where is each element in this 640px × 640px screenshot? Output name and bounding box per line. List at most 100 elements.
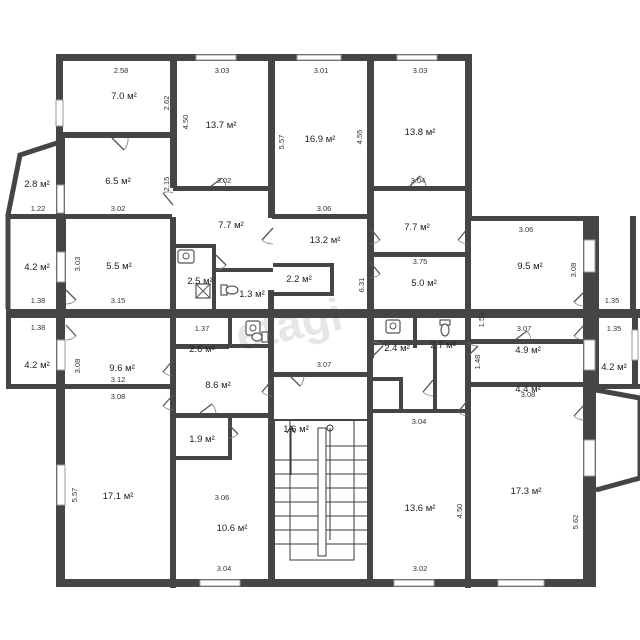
- dimension: 1.38: [31, 296, 46, 305]
- iw-v-1-9m: [228, 414, 232, 460]
- dimension: 4.50: [181, 115, 190, 130]
- toilet-icon: [251, 331, 269, 343]
- door: [467, 341, 479, 357]
- dimension: 1.22: [31, 204, 46, 213]
- iw-v2: [268, 58, 275, 218]
- iw-v-9-6m: [170, 316, 176, 588]
- door: [162, 191, 174, 206]
- room-area: 13.2 м²: [310, 235, 341, 246]
- room-area: 1.3 м²: [239, 289, 265, 300]
- interior-walls: [60, 58, 586, 588]
- window: [195, 54, 237, 61]
- dimension: 4.55: [355, 130, 364, 145]
- dimension: 1.35: [607, 324, 622, 333]
- room-area: 1.6 м²: [283, 424, 309, 435]
- dimension: 2.58: [114, 66, 129, 75]
- iw-h-13-7m: [173, 186, 273, 191]
- sink-icon: [177, 249, 195, 264]
- iw-h-6-5m: [60, 214, 172, 219]
- door: [409, 175, 427, 187]
- dimension: 3.06: [519, 225, 534, 234]
- dimension: 3.08: [73, 359, 82, 374]
- dimension: 3.02: [217, 176, 232, 185]
- dimension: 1.48: [473, 355, 482, 370]
- window: [55, 99, 64, 127]
- door: [573, 291, 585, 307]
- iw-v-hall-small: [399, 377, 403, 413]
- dimension: 3.04: [411, 176, 426, 185]
- door: [162, 359, 174, 377]
- dimension: 3.04: [217, 564, 232, 573]
- dimension: 2.15: [162, 177, 171, 192]
- dimension: 1.35: [605, 296, 620, 305]
- window: [199, 579, 241, 587]
- iw-h-5m: [370, 252, 468, 257]
- door: [422, 379, 434, 397]
- room-area: 13.8 м²: [405, 127, 436, 138]
- right-bay-lower: [595, 387, 640, 493]
- left-bay-top: [5, 139, 61, 309]
- iw-wc2-top: [215, 268, 273, 272]
- room-area: 8.6 м²: [205, 380, 231, 391]
- dimension: 5.62: [571, 515, 580, 530]
- window: [583, 239, 596, 273]
- iw-2-2-bot: [273, 292, 333, 296]
- iw-h-7m: [60, 132, 176, 138]
- room-area: 4.9 м²: [515, 345, 541, 356]
- door: [261, 379, 273, 397]
- sink-icon: [385, 319, 401, 334]
- room-area: 7.7 м²: [404, 222, 430, 233]
- iw-v-9-5m: [465, 220, 471, 312]
- door: [369, 261, 381, 279]
- door: [209, 177, 227, 188]
- door: [457, 399, 469, 417]
- windows: [55, 54, 639, 587]
- room-area: 2.7 м²: [430, 340, 456, 351]
- dimension: 3.07: [517, 324, 532, 333]
- dimension: 3.12: [111, 375, 126, 384]
- dimension: 3.03: [413, 66, 428, 75]
- window: [396, 54, 438, 61]
- room-area: 16.9 м²: [305, 134, 336, 145]
- room-area: 17.1 м²: [103, 491, 134, 502]
- room-area: 13.6 м²: [405, 503, 436, 514]
- dimension: 3.02: [111, 204, 126, 213]
- iw-h-8-6m-top: [230, 344, 272, 348]
- right-bay-mid: [594, 316, 599, 388]
- dimension: 3.15: [111, 296, 126, 305]
- iw-h-13-6m-top: [370, 409, 470, 413]
- wall-left-upper: [56, 54, 63, 134]
- door: [111, 137, 129, 151]
- iw-h-8-6m-bot: [173, 413, 273, 418]
- left-bays: [5, 139, 62, 389]
- dimension: 4.50: [455, 504, 464, 519]
- wall-top: [56, 54, 472, 61]
- room-area: 2.8 м²: [24, 179, 50, 190]
- iw-v-1-3m-l: [268, 290, 274, 580]
- dimension: 6.31: [357, 278, 366, 293]
- fixtures: [177, 249, 451, 343]
- iw-2-2-top: [273, 263, 333, 267]
- door: [457, 227, 469, 245]
- iw-h-corridor: [273, 372, 373, 377]
- dimension: 3.75: [413, 257, 428, 266]
- iw-v3: [367, 58, 374, 358]
- dimension: 1.38: [31, 323, 46, 332]
- iw-wc-top: [173, 244, 213, 248]
- iw-h-2-4m-bot: [370, 340, 468, 345]
- door: [289, 375, 305, 387]
- room-area: 5.0 м²: [411, 278, 437, 289]
- dimension: 3.03: [215, 66, 230, 75]
- dimension: 3.06: [215, 493, 230, 502]
- iw-h-9-6m-bot: [60, 384, 176, 389]
- door: [215, 254, 227, 271]
- dimension: 3.02: [413, 564, 428, 573]
- room-area: 5.5 м²: [106, 261, 132, 272]
- dimension: 2.62: [162, 96, 171, 111]
- iw-v-4-9m: [465, 316, 471, 588]
- door: [65, 289, 77, 305]
- door: [372, 341, 384, 357]
- room-area: 4.4 м²: [515, 384, 541, 395]
- iw-wc-right: [212, 244, 216, 312]
